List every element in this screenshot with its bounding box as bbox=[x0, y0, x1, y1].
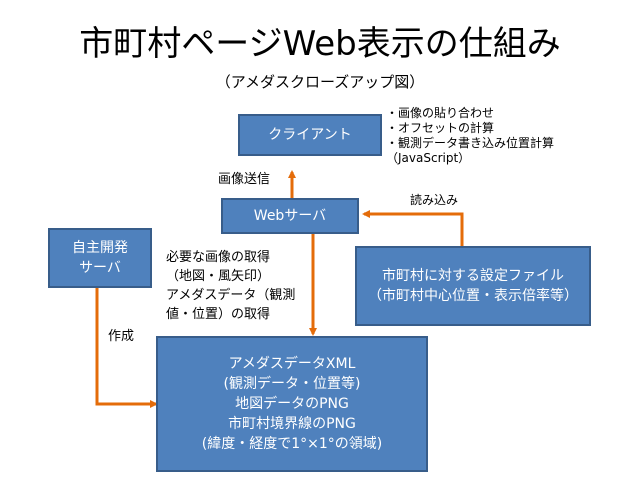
webserver-label: Webサーバ bbox=[253, 208, 327, 224]
fetch-line-4: 値・位置）の取得 bbox=[166, 307, 271, 322]
fetch-line-3: アメダスデータ（観測 bbox=[166, 288, 296, 303]
create-label: 作成 bbox=[108, 329, 135, 344]
data-line-5: (緯度・経度で1°×1°の領域) bbox=[201, 436, 383, 452]
client-note-3: ・観測データ書き込み位置計算 bbox=[386, 136, 555, 150]
data-line-2: (観測データ・位置等) bbox=[223, 376, 361, 392]
fetch-label: 必要な画像の取得 （地図・風矢印） アメダスデータ（観測 値・位置）の取得 bbox=[166, 248, 295, 324]
own-server-line-1: 自主開発 bbox=[72, 240, 128, 256]
config-file-box: 市町村に対する設定ファイル （市町村中心位置・表示倍率等） bbox=[355, 246, 591, 326]
client-note-2: ・オフセットの計算 bbox=[386, 121, 495, 135]
data-box: アメダスデータXML (観測データ・位置等) 地図データのPNG 市町村境界線の… bbox=[156, 336, 428, 472]
read-in-label: 読み込み bbox=[410, 193, 459, 207]
client-label: クライアント bbox=[268, 127, 352, 143]
fetch-line-2: （地図・風矢印） bbox=[166, 269, 271, 284]
arrow-ownserver-to-data bbox=[95, 288, 158, 408]
webserver-box: Webサーバ bbox=[221, 198, 359, 234]
arrow-config-to-webserver bbox=[362, 210, 464, 246]
page-subtitle: （アメダスクローズアップ図） bbox=[215, 73, 425, 91]
config-file-line-2: （市町村中心位置・表示倍率等） bbox=[368, 288, 578, 304]
data-line-4: 市町村境界線のPNG bbox=[228, 416, 356, 432]
client-note-4: （JavaScript） bbox=[386, 151, 471, 165]
config-file-line-1: 市町村に対する設定ファイル bbox=[382, 268, 564, 284]
own-server-line-2: サーバ bbox=[79, 260, 121, 276]
client-notes: ・画像の貼り合わせ ・オフセットの計算 ・観測データ書き込み位置計算 （Java… bbox=[386, 106, 554, 166]
data-line-1: アメダスデータXML bbox=[228, 356, 356, 372]
own-server-box: 自主開発 サーバ bbox=[48, 228, 152, 288]
page-title: 市町村ページWeb表示の仕組み bbox=[79, 24, 561, 64]
client-box: クライアント bbox=[238, 114, 382, 156]
fetch-line-1: 必要な画像の取得 bbox=[166, 250, 271, 265]
send-image-label: 画像送信 bbox=[218, 172, 271, 187]
data-line-3: 地図データのPNG bbox=[235, 396, 349, 412]
client-note-1: ・画像の貼り合わせ bbox=[386, 106, 495, 120]
